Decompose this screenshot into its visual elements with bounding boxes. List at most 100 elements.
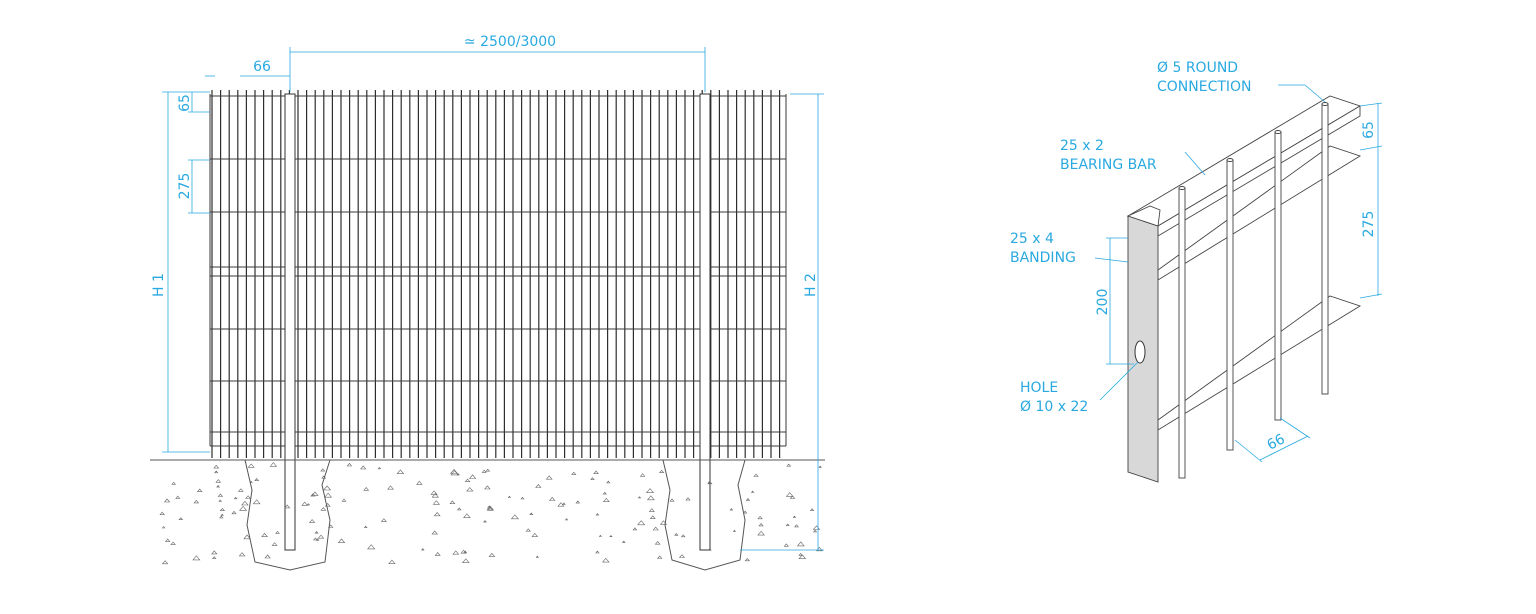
- gravel-speck: [637, 496, 642, 499]
- gravel-speck: [602, 497, 610, 502]
- gravel-speck: [794, 524, 799, 528]
- gravel-speck: [249, 480, 253, 483]
- gravel-speck: [812, 525, 821, 530]
- top-gap-label: 65: [177, 94, 193, 112]
- gravel-speck: [785, 492, 794, 497]
- gravel-speck: [317, 534, 325, 539]
- gravel-speck: [324, 492, 333, 498]
- gravel-speck: [487, 507, 494, 511]
- gravel-speck: [217, 493, 224, 497]
- gravel-speck: [380, 518, 387, 522]
- gravel-speck: [313, 537, 318, 541]
- banding-label-1: 25 x 4: [1010, 231, 1054, 247]
- connection-rod-top: [1178, 186, 1186, 190]
- gravel-speck: [219, 515, 224, 519]
- iso-top-gap-label: 65: [1361, 121, 1377, 139]
- gravel-speck: [562, 502, 566, 505]
- gravel-speck: [363, 487, 370, 491]
- gravel-speck: [196, 488, 203, 492]
- gravel-speck: [645, 488, 655, 493]
- width-label: ≃ 2500/3000: [464, 34, 556, 50]
- hole-leader: [1099, 361, 1139, 401]
- gravel-speck: [218, 499, 223, 502]
- gravel-speck: [463, 550, 468, 553]
- gravel-speck: [652, 526, 659, 531]
- connection-rod: [1274, 131, 1282, 421]
- gravel-speck: [813, 529, 818, 533]
- gravel-speck: [456, 507, 462, 511]
- gravel-speck: [674, 533, 679, 536]
- gravel-speck: [464, 478, 471, 482]
- left-post: [284, 93, 296, 551]
- gravel-speck: [231, 510, 237, 515]
- gravel-speck: [363, 525, 368, 528]
- gravel-speck: [163, 498, 171, 503]
- iso-mesh-height-label: 275: [1361, 211, 1377, 238]
- hole-spacing-label: 200: [1095, 289, 1111, 316]
- gravel-speck: [707, 548, 712, 551]
- gravel-speck: [484, 485, 491, 490]
- iso-mesh-spacing-dimension-line: [1259, 435, 1309, 461]
- gravel-speck: [602, 491, 607, 495]
- gravel-speck: [685, 497, 691, 501]
- gravel-speck: [529, 512, 534, 515]
- gravel-speck: [341, 498, 347, 502]
- gravel-speck: [745, 498, 751, 501]
- gravel-speck: [598, 534, 603, 537]
- gravel-speck: [388, 559, 396, 564]
- gravel-speck: [535, 484, 542, 488]
- gravel-speck: [431, 530, 438, 535]
- gravel-speck: [659, 520, 668, 525]
- gravel-speck: [637, 520, 646, 526]
- banding-leader: [1094, 257, 1129, 263]
- round-connection-leader: [1278, 84, 1326, 103]
- gravel-speck: [758, 523, 764, 527]
- gravel-speck: [656, 555, 663, 559]
- connection-rod-top: [1321, 102, 1329, 106]
- gravel-speck: [320, 468, 326, 472]
- gravel-speck: [164, 538, 171, 542]
- gravel-speck: [269, 462, 278, 467]
- gravel-speck: [783, 543, 789, 547]
- gravel-speck: [433, 512, 441, 517]
- gravel-speck: [159, 511, 165, 515]
- gravel-speck: [171, 481, 177, 485]
- gravel-speck: [744, 558, 750, 562]
- gravel-speck: [646, 495, 655, 501]
- h2-label: H 2: [803, 273, 819, 297]
- gravel-speck: [488, 552, 496, 557]
- right-footing: [662, 459, 746, 571]
- gravel-speck: [449, 468, 459, 474]
- round-connection-rods: [1178, 102, 1329, 479]
- gravel-speck: [609, 535, 613, 537]
- left-footing: [244, 459, 331, 571]
- isometric-detail: Ø 5 ROUND CONNECTION 25 x 2 BEARING BAR …: [1010, 60, 1383, 483]
- gravel-speck: [732, 529, 737, 532]
- bearing-bar-leader: [1184, 151, 1206, 176]
- iso-top-gap-ext: [1359, 102, 1383, 107]
- gravel-speck: [337, 538, 346, 543]
- gravel-speck: [420, 548, 425, 551]
- gravel-speck: [320, 507, 327, 511]
- round-connection-label-1: Ø 5 ROUND: [1157, 60, 1238, 76]
- gravel-speck: [324, 503, 331, 507]
- gravel-speck: [416, 480, 423, 485]
- gravel-speck: [639, 473, 646, 477]
- round-connection-label-2: CONNECTION: [1157, 79, 1252, 95]
- gravel-speck: [271, 542, 278, 546]
- connection-rod: [1321, 103, 1329, 395]
- gravel-speck: [510, 514, 519, 520]
- gravel-speck: [431, 493, 439, 498]
- connection-rod-top: [1274, 130, 1282, 134]
- gravel-speck: [241, 500, 249, 506]
- connection-rod: [1178, 187, 1186, 479]
- gravel-speck: [264, 554, 271, 559]
- iso-mesh-spacing-label: 66: [1264, 431, 1287, 454]
- gravel-speck: [452, 550, 460, 555]
- right-post: [699, 93, 711, 551]
- gravel-speck: [233, 496, 238, 500]
- gravel-speck: [531, 532, 539, 537]
- gravel-speck: [463, 513, 471, 518]
- hole-label-2: Ø 10 x 22: [1020, 399, 1088, 415]
